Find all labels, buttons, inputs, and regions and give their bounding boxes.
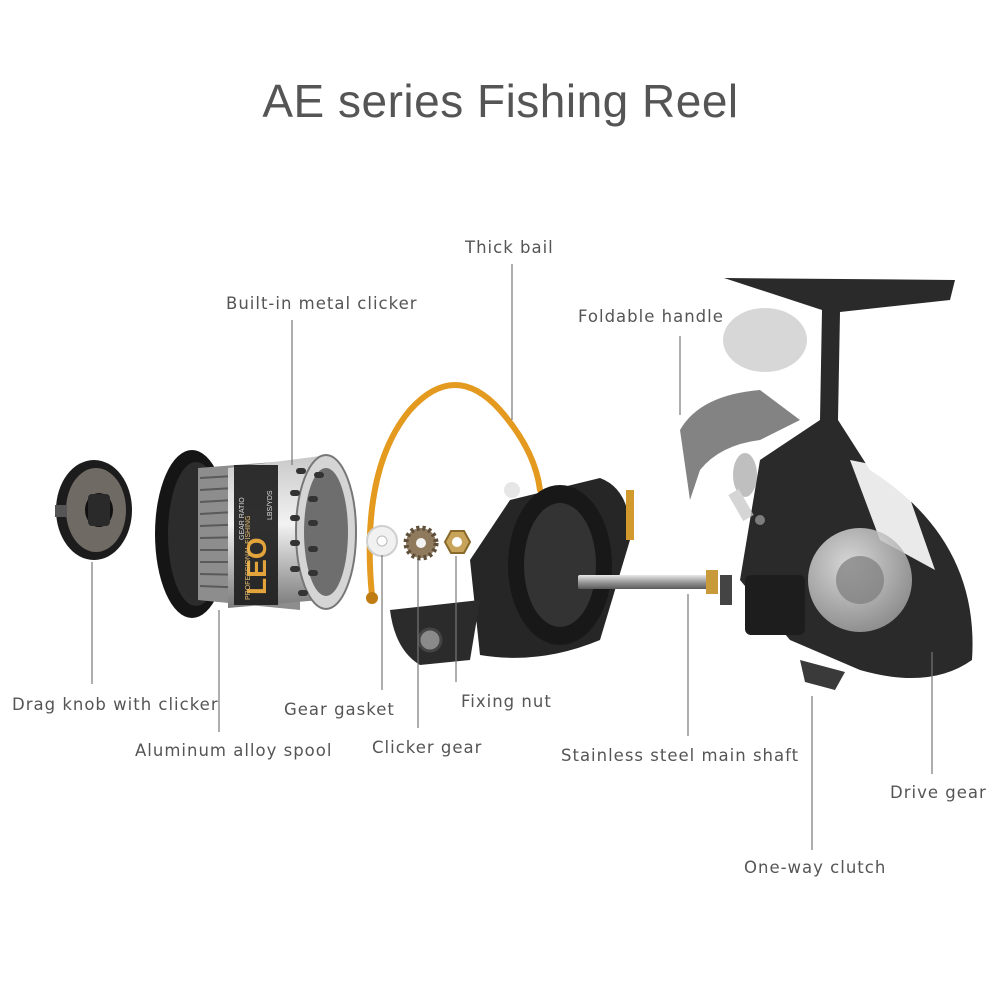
- spool-print-line2: LBS/YDS: [267, 490, 274, 520]
- label-stainless-steel-main-shaft: Stainless steel main shaft: [561, 746, 800, 765]
- leader-lines: [91, 264, 933, 850]
- label-drag-knob-with-clicker: Drag knob with clicker: [12, 695, 219, 714]
- foldable-handle: [680, 308, 807, 525]
- fixing-nut-part: [443, 530, 472, 554]
- label-gear-gasket: Gear gasket: [284, 700, 395, 719]
- diagram-title: AE series Fishing Reel: [262, 75, 739, 127]
- aluminum-spool: LEO PROFESSIONAL FISHING GEAR RATIO LBS/…: [155, 450, 357, 618]
- rotor: [390, 478, 634, 665]
- bail-wire: [366, 382, 543, 604]
- gear-gasket-part: [366, 525, 398, 557]
- clicker-gear-part: [403, 525, 439, 561]
- label-aluminum-alloy-spool: Aluminum alloy spool: [135, 741, 333, 760]
- label-foldable-handle: Foldable handle: [578, 307, 724, 326]
- label-drive-gear: Drive gear: [890, 783, 987, 802]
- label-fixing-nut: Fixing nut: [461, 692, 552, 711]
- label-clicker-gear: Clicker gear: [372, 738, 483, 757]
- spool-print-line3: PROFESSIONAL FISHING: [245, 515, 252, 600]
- main-shaft: [578, 570, 718, 594]
- reel-body: [720, 278, 973, 690]
- spool-brand-text: LEO: [241, 537, 272, 595]
- drag-knob: [55, 460, 132, 560]
- label-thick-bail: Thick bail: [465, 238, 554, 257]
- label-built-in-metal-clicker: Built-in metal clicker: [226, 294, 418, 313]
- spool-print-line1: GEAR RATIO: [239, 497, 246, 540]
- label-one-way-clutch: One-way clutch: [744, 858, 887, 877]
